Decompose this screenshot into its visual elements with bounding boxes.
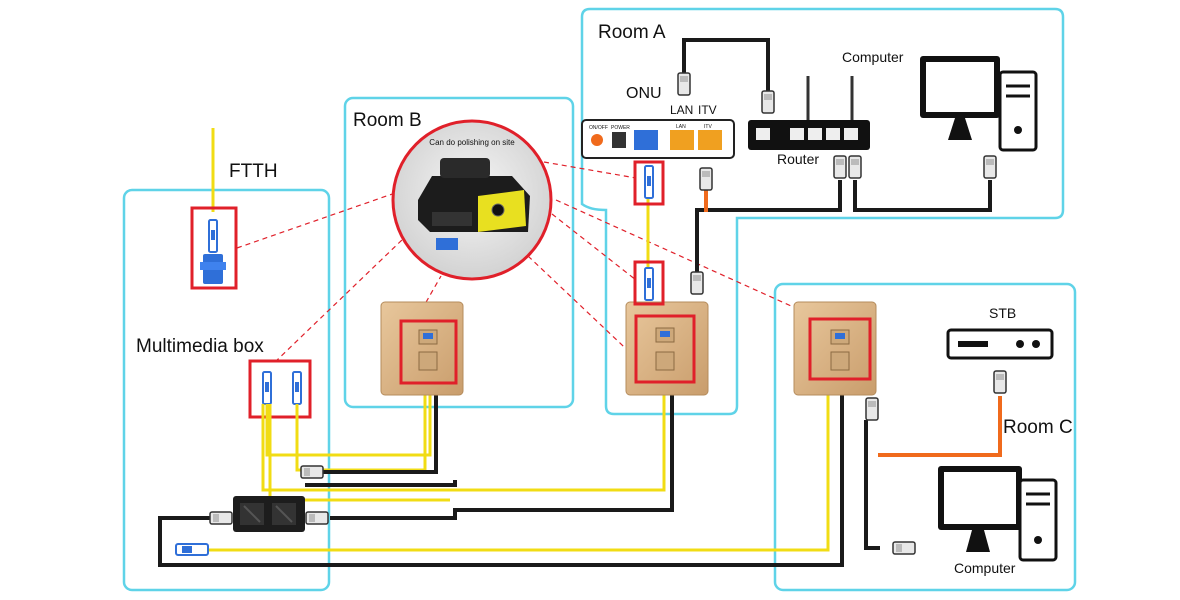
stb-device — [946, 328, 1054, 360]
wall-fiber-highlight — [633, 260, 665, 306]
computer-room-c — [938, 466, 1058, 562]
onu-device — [581, 119, 735, 159]
room-b-border — [343, 96, 575, 409]
stb-label: STB — [989, 305, 1016, 321]
room-c-label: Room C — [1003, 417, 1073, 438]
loose-fiber-connector — [175, 543, 209, 556]
ftth-label: FTTH — [229, 161, 278, 182]
onu-lan-small-label: LAN — [676, 124, 686, 130]
onu-port-itv-label: ITV — [698, 103, 717, 117]
ftth-highlight — [190, 206, 238, 290]
room-a-label: Room A — [598, 22, 666, 43]
onu-port-lan-label: LAN — [670, 103, 693, 117]
room-b-label: Room B — [353, 110, 422, 131]
wall-plate-room-c — [793, 301, 877, 396]
multimedia-box-label: Multimedia box — [136, 336, 264, 357]
onu-tel-label: TEL — [641, 124, 650, 130]
computer-room-a — [920, 56, 1038, 152]
wall-plate-room-b — [380, 301, 464, 396]
router-device — [748, 76, 870, 150]
onu-fiber-highlight — [633, 160, 665, 206]
router-label: Router — [777, 151, 819, 167]
multimedia-box-highlight — [248, 359, 312, 419]
room-multimedia-border — [122, 188, 331, 592]
room-a-border — [580, 7, 1065, 416]
onu-itv-small-label: ITV — [704, 124, 712, 130]
splicer-callout — [391, 119, 553, 281]
fusion-splicer-icon — [418, 158, 530, 250]
computer-a-label: Computer — [842, 49, 904, 65]
ethernet-coupler — [233, 496, 305, 532]
computer-c-label: Computer — [954, 560, 1016, 576]
onu-label: ONU — [626, 85, 662, 102]
onu-onoff-label: ON/OFF — [589, 125, 608, 131]
wall-plate-room-a — [625, 301, 709, 396]
room-c-border — [773, 282, 1077, 592]
onu-power-label: POWER — [611, 125, 630, 131]
ethernet-cables — [158, 38, 992, 567]
polishing-note-label: Can do polishing on site — [429, 138, 515, 147]
callout-lines — [236, 161, 801, 363]
